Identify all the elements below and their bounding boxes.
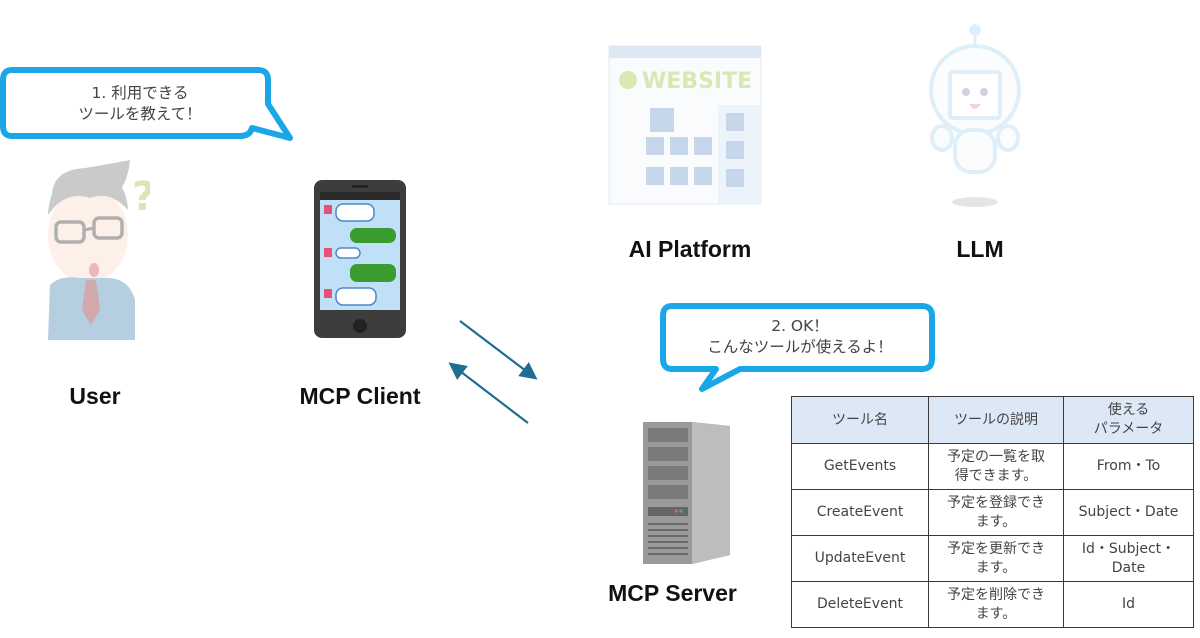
response-line-2: こんなツールが使えるよ！ — [707, 338, 893, 356]
tool-description-cell: 予定の一覧を取得できます。 — [928, 443, 1064, 490]
arrow-server-to-client — [448, 362, 529, 424]
params-line: Id — [1121, 596, 1135, 612]
desc-line: 予定を削除でき — [947, 586, 1045, 603]
tools-table: ツール名 ツールの説明 使える パラメータ GetEvents 予定の一覧を取得… — [791, 396, 1194, 628]
desc-line: ます。 — [975, 605, 1017, 622]
tool-params-cell: Id・Subject・ Date — [1063, 535, 1194, 582]
desc-line: 得できます。 — [954, 467, 1038, 484]
robot-icon — [929, 24, 1021, 207]
params-line: Id・Subject・ — [1081, 540, 1176, 557]
request-speech-bubble — [0, 67, 293, 141]
tool-description-cell: 予定を削除できます。 — [928, 581, 1064, 628]
tool-name-cell: DeleteEvent — [791, 581, 929, 628]
ai-platform-label: AI Platform — [628, 236, 752, 262]
tool-name-cell: GetEvents — [791, 443, 929, 490]
mcp-client-label: MCP Client — [299, 383, 421, 409]
response-line-1: 2. OK！ — [771, 317, 829, 335]
desc-line: 予定の一覧を取 — [947, 448, 1045, 465]
request-bubble-text: 1. 利用できる ツールを教えて！ — [20, 83, 260, 125]
tool-params-cell: Subject・Date — [1063, 489, 1194, 536]
response-bubble-text: 2. OK！ こんなツールが使えるよ！ — [670, 316, 930, 358]
params-line: From・To — [1096, 458, 1161, 474]
arrow-client-to-server — [459, 320, 538, 380]
tool-name-cell: CreateEvent — [791, 489, 929, 536]
request-line-1: 1. 利用できる — [91, 84, 189, 102]
table-row: GetEvents 予定の一覧を取得できます。 From・To — [791, 443, 1194, 490]
server-tower-icon — [643, 422, 730, 564]
tool-name-cell: UpdateEvent — [791, 535, 929, 582]
desc-line: ます。 — [975, 513, 1017, 530]
header-text: ツールの説明 — [954, 411, 1038, 428]
smartphone-chat-icon — [314, 180, 406, 338]
desc-line: 予定を登録でき — [947, 494, 1045, 511]
params-line: Date — [1111, 559, 1146, 576]
website-icon: WEBSITE — [608, 45, 762, 205]
table-header-row: ツール名 ツールの説明 使える パラメータ — [791, 396, 1194, 444]
header-text: パラメータ — [1093, 421, 1164, 437]
header-text: ツール名 — [832, 411, 888, 428]
mcp-server-label: MCP Server — [608, 580, 737, 606]
user-label: User — [69, 383, 121, 409]
svg-text:WEBSITE: WEBSITE — [642, 69, 752, 94]
desc-line: 予定を更新でき — [947, 540, 1045, 557]
desc-line: ます。 — [975, 559, 1017, 576]
table-row: CreateEvent 予定を登録できます。 Subject・Date — [791, 489, 1194, 536]
header-tool-name: ツール名 — [791, 396, 929, 444]
params-line: Subject・Date — [1078, 504, 1179, 520]
tool-description-cell: 予定を更新できます。 — [928, 535, 1064, 582]
header-tool-description: ツールの説明 — [928, 396, 1064, 444]
table-row: DeleteEvent 予定を削除できます。 Id — [791, 581, 1194, 628]
table-row: UpdateEvent 予定を更新できます。 Id・Subject・ Date — [791, 535, 1194, 582]
svg-text:?: ? — [132, 174, 150, 220]
header-text: 使える — [1107, 402, 1150, 418]
tool-description-cell: 予定を登録できます。 — [928, 489, 1064, 536]
exchange-arrows — [448, 320, 538, 424]
llm-label: LLM — [956, 236, 1004, 262]
confused-man-icon: ? — [48, 160, 150, 340]
header-parameters: 使える パラメータ — [1063, 396, 1194, 444]
tool-params-cell: Id — [1063, 581, 1194, 628]
tool-params-cell: From・To — [1063, 443, 1194, 490]
request-line-2: ツールを教えて！ — [78, 105, 202, 123]
response-speech-bubble — [660, 303, 935, 392]
